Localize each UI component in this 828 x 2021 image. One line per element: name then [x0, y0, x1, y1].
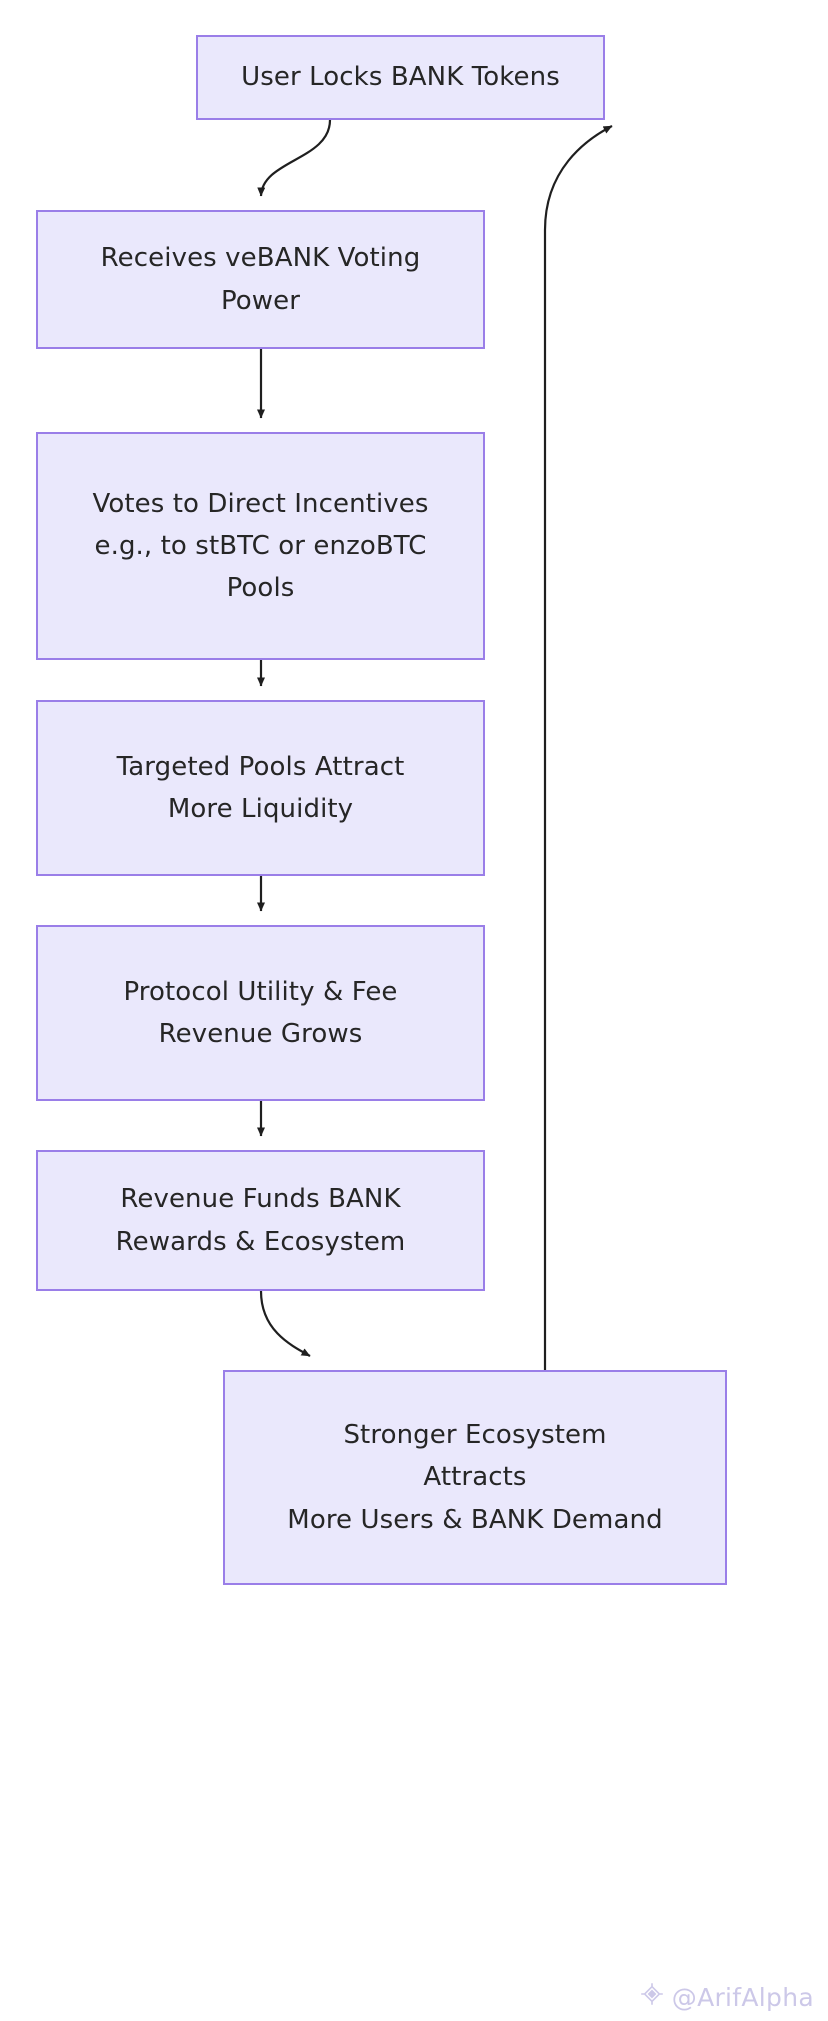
diamond-logo-icon: [639, 1981, 665, 2013]
node-line: Targeted Pools Attract: [116, 751, 405, 782]
node-line: Receives veBANK Voting: [100, 243, 421, 274]
edge-n1-n2: [257, 119, 332, 197]
node-line: User Locks BANK Tokens: [241, 62, 560, 93]
node-stronger-ecosystem-attracts-more-users[interactable]: Stronger Ecosystem Attracts More Users &…: [223, 1370, 727, 1585]
node-protocol-utility-fee-revenue-grows[interactable]: Protocol Utility & Fee Revenue Grows: [36, 925, 485, 1101]
node-line: Votes to Direct Incentives: [92, 488, 429, 519]
watermark: @ArifAlpha: [639, 1981, 814, 2013]
node-line: Power: [220, 285, 301, 316]
node-votes-to-direct-incentives[interactable]: Votes to Direct Incentives e.g., to stBT…: [36, 432, 485, 660]
watermark-text: @ArifAlpha: [671, 1982, 814, 2012]
node-targeted-pools-attract-more-liquidity[interactable]: Targeted Pools Attract More Liquidity: [36, 700, 485, 876]
node-line: Revenue Grows: [158, 1019, 363, 1049]
node-line: Rewards & Ecosystem: [115, 1226, 406, 1257]
node-line: Attracts: [423, 1462, 527, 1493]
node-line: Stronger Ecosystem: [343, 1420, 607, 1451]
node-receives-vebank-voting-power[interactable]: Receives veBANK Voting Power: [36, 210, 485, 349]
edge-n7-n1-feedback: [543, 125, 613, 1371]
node-line: e.g., to stBTC or enzoBTC: [94, 530, 427, 561]
node-line: Pools: [226, 573, 295, 604]
node-revenue-funds-bank-rewards-ecosystem[interactable]: Revenue Funds BANK Rewards & Ecosystem: [36, 1150, 485, 1291]
node-line: More Users & BANK Demand: [287, 1504, 663, 1535]
node-line: More Liquidity: [167, 794, 354, 824]
edge-n6-n7: [259, 1290, 311, 1357]
node-user-locks-bank-tokens[interactable]: User Locks BANK Tokens: [196, 35, 605, 120]
node-line: Protocol Utility & Fee: [123, 976, 398, 1007]
node-line: Revenue Funds BANK: [120, 1184, 401, 1215]
